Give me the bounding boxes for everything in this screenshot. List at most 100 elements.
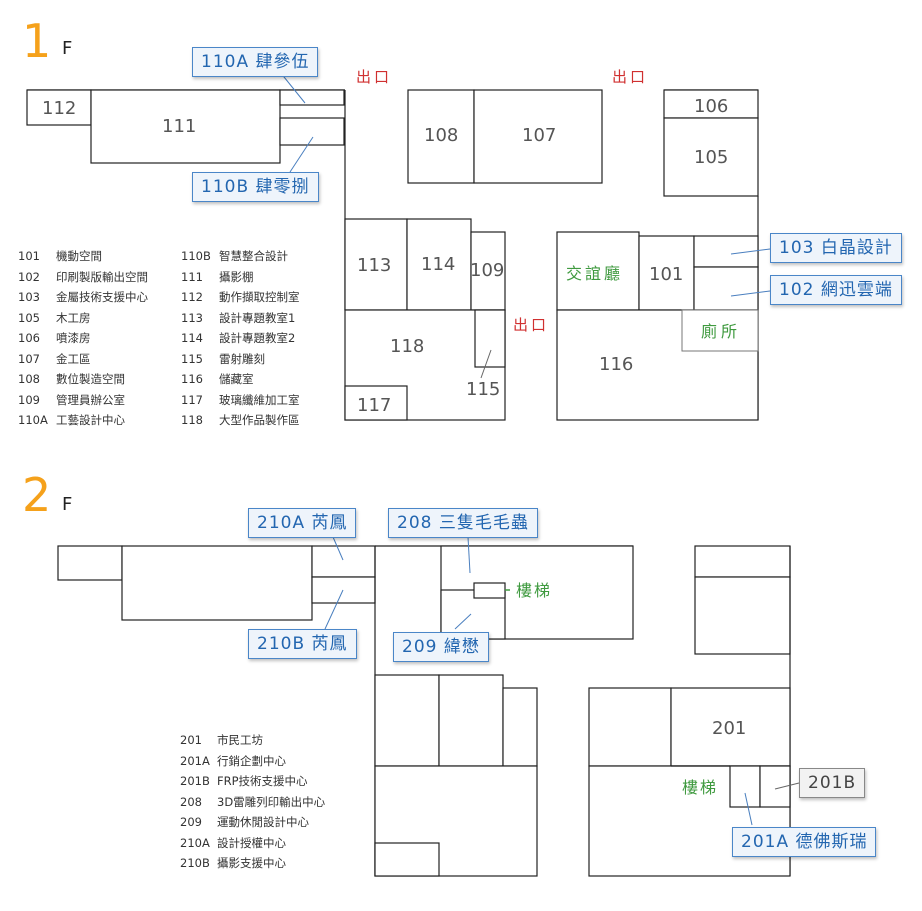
room-201[interactable] [670, 687, 791, 767]
legend-number: 201B [180, 774, 210, 788]
room-109[interactable] [470, 231, 506, 311]
callout-210b[interactable]: 210B 芮鳳 [248, 629, 357, 659]
room-201a[interactable] [729, 765, 761, 808]
legend-number: 201 [180, 733, 202, 747]
legend-name: 管理員辦公室 [56, 392, 125, 407]
room-2-c[interactable] [694, 545, 791, 578]
legend-name: 大型作品製作區 [219, 413, 300, 427]
room-2-h[interactable] [588, 687, 672, 767]
legend-number: 118 [181, 413, 203, 427]
legend-row: 110B 智慧整合設計 [181, 246, 300, 267]
legend-number: 107 [18, 351, 40, 366]
room-110b[interactable] [279, 117, 345, 146]
legend-name: 雷射雕刻 [219, 351, 265, 366]
legend-number: 110B [181, 249, 211, 263]
legend-number: 111 [181, 269, 203, 284]
legend-number: 210A [180, 835, 210, 850]
callout-103[interactable]: 103 白晶設計 [770, 233, 902, 263]
room-2-d[interactable] [694, 576, 791, 655]
room-117-label: 117 [357, 395, 391, 416]
legend-row: 201A 行銷企劃中心 [180, 751, 325, 772]
room-111[interactable] [90, 89, 281, 164]
leader-210a [332, 536, 344, 561]
legend-name: 智慧整合設計 [219, 249, 288, 263]
legend-name: 運動休閒設計中心 [217, 815, 309, 829]
room-115[interactable] [474, 309, 506, 368]
stairs-a-label: 樓梯 [516, 581, 552, 600]
legend-number: 115 [181, 351, 203, 366]
callout-110a[interactable]: 110A 肆參伍 [192, 47, 319, 77]
room-2-g[interactable] [502, 687, 538, 767]
floor-1-plan: 112 111 108 107 106 105 113 114 109 交誼廳 … [26, 68, 771, 421]
room-2-e[interactable] [374, 674, 440, 767]
legend-number: 117 [181, 392, 203, 407]
room-114[interactable] [406, 218, 472, 311]
legend-name: 動作擷取控制室 [219, 290, 300, 304]
callout-210a[interactable]: 210A 芮鳳 [248, 508, 357, 538]
callout-102[interactable]: 102 網迅雲端 [770, 275, 902, 305]
callout-201a[interactable]: 201A 德佛斯瑞 [732, 827, 877, 857]
room-116-label: 116 [599, 354, 633, 375]
legend-name: 印刷製版輸出空間 [56, 269, 148, 284]
room-2-a[interactable] [57, 545, 123, 581]
legend-name: 設計授權中心 [217, 835, 286, 850]
room-102[interactable] [693, 266, 759, 311]
room-108[interactable] [407, 89, 475, 184]
room-107-label: 107 [522, 125, 556, 146]
legend-number: 102 [18, 269, 40, 284]
room-117[interactable] [344, 385, 408, 421]
room-210a[interactable] [311, 545, 376, 578]
callout-209[interactable]: 209 緯懋 [393, 632, 489, 662]
room-2-b[interactable] [121, 545, 313, 621]
room-lounge[interactable] [556, 231, 640, 311]
room-restroom[interactable] [681, 309, 759, 352]
room-107[interactable] [473, 89, 603, 184]
legend-name: 行銷企劃中心 [217, 753, 286, 768]
callout-208[interactable]: 208 三隻毛毛蟲 [388, 508, 538, 538]
room-106-label: 106 [694, 96, 728, 117]
legend-name: 玻璃纖維加工室 [219, 392, 300, 407]
room-2-f[interactable] [438, 674, 504, 767]
legend-number: 201A [180, 753, 210, 768]
floor-1-number: 1 [22, 14, 52, 68]
room-110a[interactable] [279, 89, 345, 106]
exit-label-2: 出口 [612, 68, 648, 86]
callout-201b[interactable]: 201B [799, 768, 866, 798]
legend-number: 105 [18, 310, 40, 325]
room-111-label: 111 [162, 116, 196, 137]
room-restroom-label: 廁所 [701, 322, 741, 341]
legend-name: 攝影棚 [219, 269, 254, 284]
legend-name: 金屬技術支援中心 [56, 290, 148, 304]
legend-name: 機動空間 [56, 249, 102, 263]
room-105-label: 105 [694, 147, 728, 168]
legend-name: 市民工坊 [217, 733, 263, 747]
legend-number: 103 [18, 290, 40, 304]
legend-row: 118 大型作品製作區 [181, 410, 300, 431]
room-106[interactable] [663, 89, 759, 119]
legend-name: 噴漆房 [56, 331, 91, 345]
legend-name: 儲藏室 [219, 372, 254, 386]
stairs-2-small[interactable] [473, 582, 506, 599]
legend-number: 108 [18, 372, 40, 386]
callout-110b[interactable]: 110B 肆零捌 [192, 172, 319, 202]
legend-number: 208 [180, 794, 202, 809]
room-210b[interactable] [311, 576, 376, 604]
legend-name: 金工區 [56, 351, 91, 366]
leader-201a [744, 792, 753, 826]
room-2-j[interactable] [374, 842, 440, 877]
room-112-label: 112 [42, 98, 76, 119]
exit-label-3: 出口 [513, 316, 549, 334]
legend-number: 106 [18, 331, 40, 345]
room-105[interactable] [663, 117, 759, 197]
legend-number: 209 [180, 815, 202, 829]
